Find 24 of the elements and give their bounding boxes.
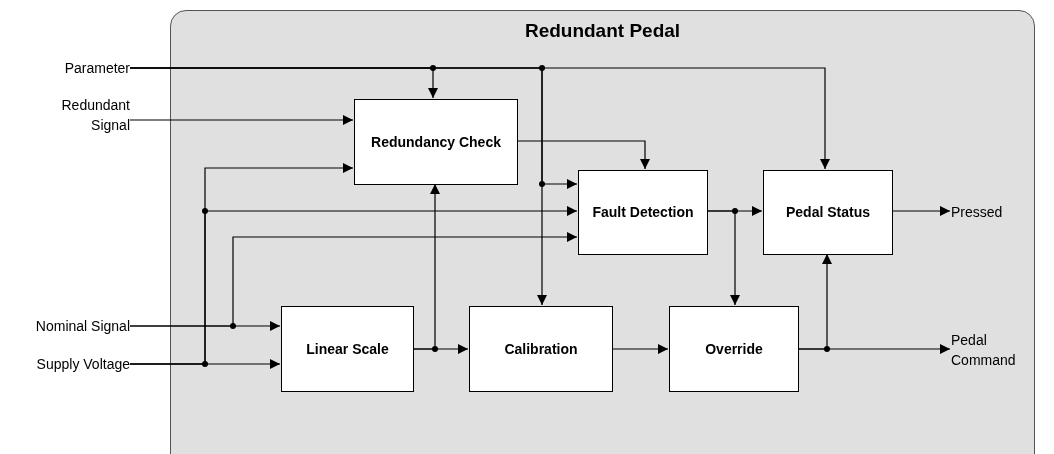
arrow	[797, 253, 832, 350]
process-box: Redundancy Check	[354, 99, 518, 185]
input-label: Parameter	[20, 58, 130, 78]
input-label: Redundant Signal	[20, 95, 130, 135]
process-box: Linear Scale	[281, 306, 414, 392]
arrow	[516, 140, 650, 170]
output-label: Pedal Command	[951, 330, 1041, 370]
system-panel	[170, 10, 1035, 454]
arrow	[129, 206, 578, 365]
arrow	[611, 344, 669, 354]
process-box: Pedal Status	[763, 170, 893, 255]
input-label: Nominal Signal	[4, 316, 130, 336]
process-box: Override	[669, 306, 799, 392]
arrow	[129, 115, 354, 125]
arrow	[706, 210, 740, 306]
arrow	[412, 183, 440, 350]
process-box: Fault Detection	[578, 170, 708, 255]
arrow	[129, 67, 830, 170]
arrow	[129, 232, 578, 327]
arrow	[891, 206, 951, 216]
process-box: Calibration	[469, 306, 613, 392]
input-label: Supply Voltage	[4, 354, 130, 374]
panel-title: Redundant Pedal	[524, 19, 681, 43]
output-label: Pressed	[951, 202, 1031, 222]
